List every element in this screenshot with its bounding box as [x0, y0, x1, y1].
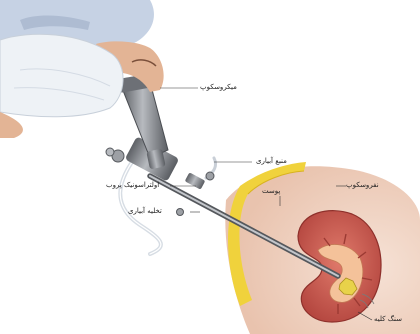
label-irrigation-outlet: تخلیه آبیاری	[128, 208, 162, 215]
label-irrigation-inlet: منبع آبیاری	[256, 158, 287, 165]
label-skin: پوست	[262, 188, 280, 195]
label-ultrasonic-probe: اولتراسونیک پروب	[106, 182, 159, 189]
label-nephroscope: نفروسکوپ	[346, 182, 379, 189]
label-kidney-stone: سنگ کلیه	[374, 316, 402, 323]
label-microscope: میکروسکوپ	[200, 84, 237, 91]
